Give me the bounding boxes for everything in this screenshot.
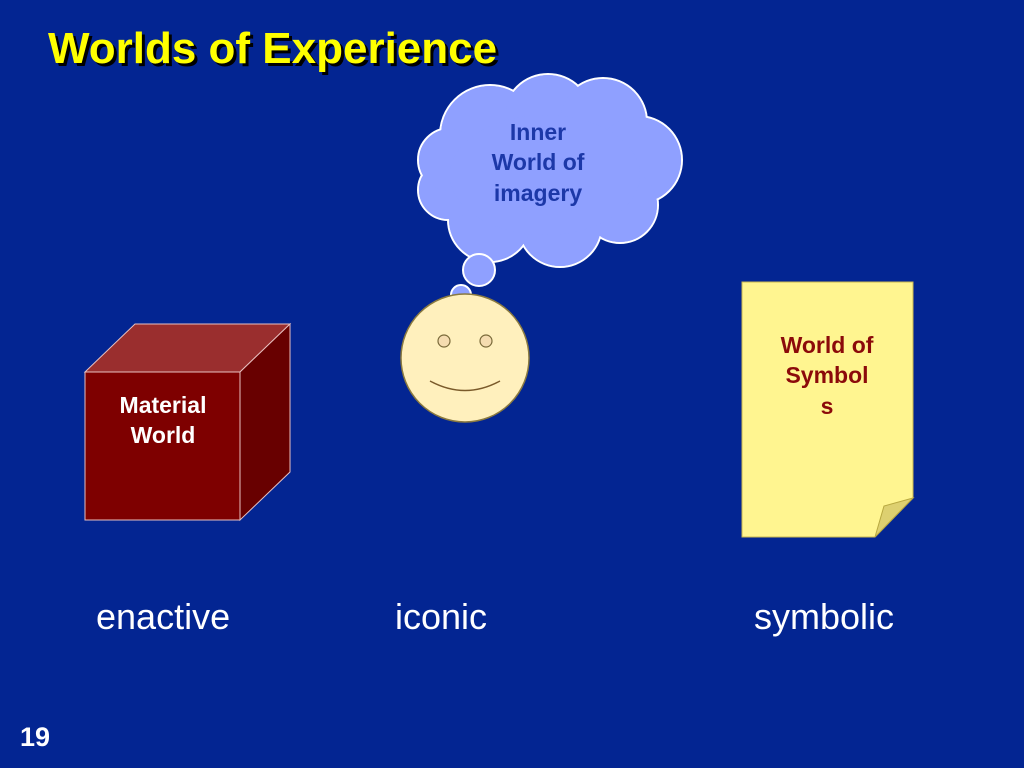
symbol-note	[741, 281, 915, 538]
material-cube	[83, 322, 292, 522]
cloud-label: Inner World of imagery	[470, 117, 606, 208]
mode-label-enactive: enactive	[96, 596, 231, 637]
thought-cloud	[417, 73, 683, 268]
cube-front	[84, 371, 241, 521]
cube-label: Material World	[92, 390, 234, 451]
cloud-label-line: Inner	[509, 119, 567, 145]
note-label-line: Symbol	[785, 362, 869, 389]
smile	[429, 380, 501, 392]
right-eye	[479, 334, 493, 348]
slide-number: 19	[20, 722, 51, 752]
note-label-line: World of	[780, 332, 874, 358]
mode-label-symbolic: symbolic	[754, 596, 895, 637]
note-label: World of Symbol s	[752, 330, 902, 421]
cube-label-line: Material	[119, 392, 207, 418]
cloud-label-line: World of	[491, 149, 585, 176]
cloud-label-line: imagery	[493, 179, 583, 206]
cube-label-line: World	[130, 422, 196, 449]
left-eye	[437, 334, 451, 348]
note-folded-corner	[874, 497, 915, 538]
note-label-line: s	[820, 392, 834, 419]
mode-label-iconic: iconic	[395, 596, 488, 637]
slide-title: Worlds of Experience	[48, 24, 498, 73]
smiley-face	[400, 293, 530, 423]
